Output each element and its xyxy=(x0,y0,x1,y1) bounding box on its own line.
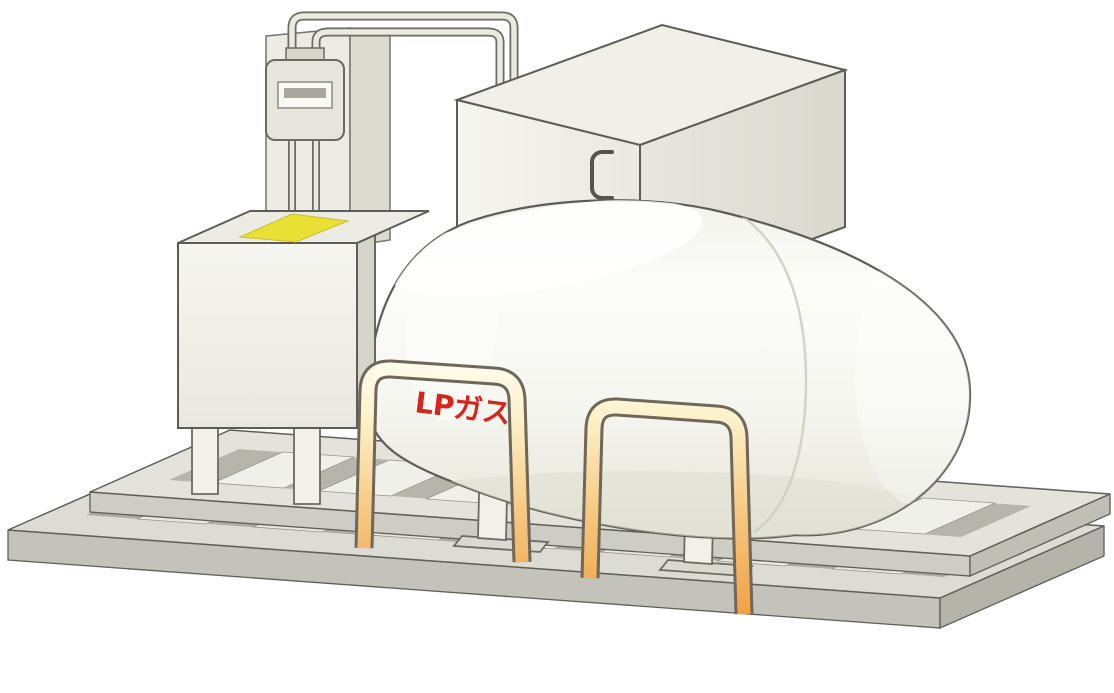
cabinet-front-face xyxy=(177,242,358,429)
tank-endcap-seam xyxy=(741,214,808,534)
cabinet-warning-label xyxy=(238,213,350,243)
pipe-run xyxy=(289,13,517,86)
cabinet-leg xyxy=(191,419,219,495)
pipe-run2 xyxy=(313,29,503,90)
guard-rail-2 xyxy=(583,400,751,615)
cabinet-leg xyxy=(293,423,321,505)
housing-handle-icon xyxy=(590,150,614,200)
gas-meter-counter xyxy=(284,88,326,98)
control-cabinet xyxy=(177,210,430,430)
guard-rails xyxy=(354,359,754,615)
guard-rail-1 xyxy=(357,362,529,563)
tank-highlight xyxy=(387,200,703,297)
tank-bottom-shade xyxy=(367,471,940,539)
tank-endcap-highlight xyxy=(855,245,971,505)
